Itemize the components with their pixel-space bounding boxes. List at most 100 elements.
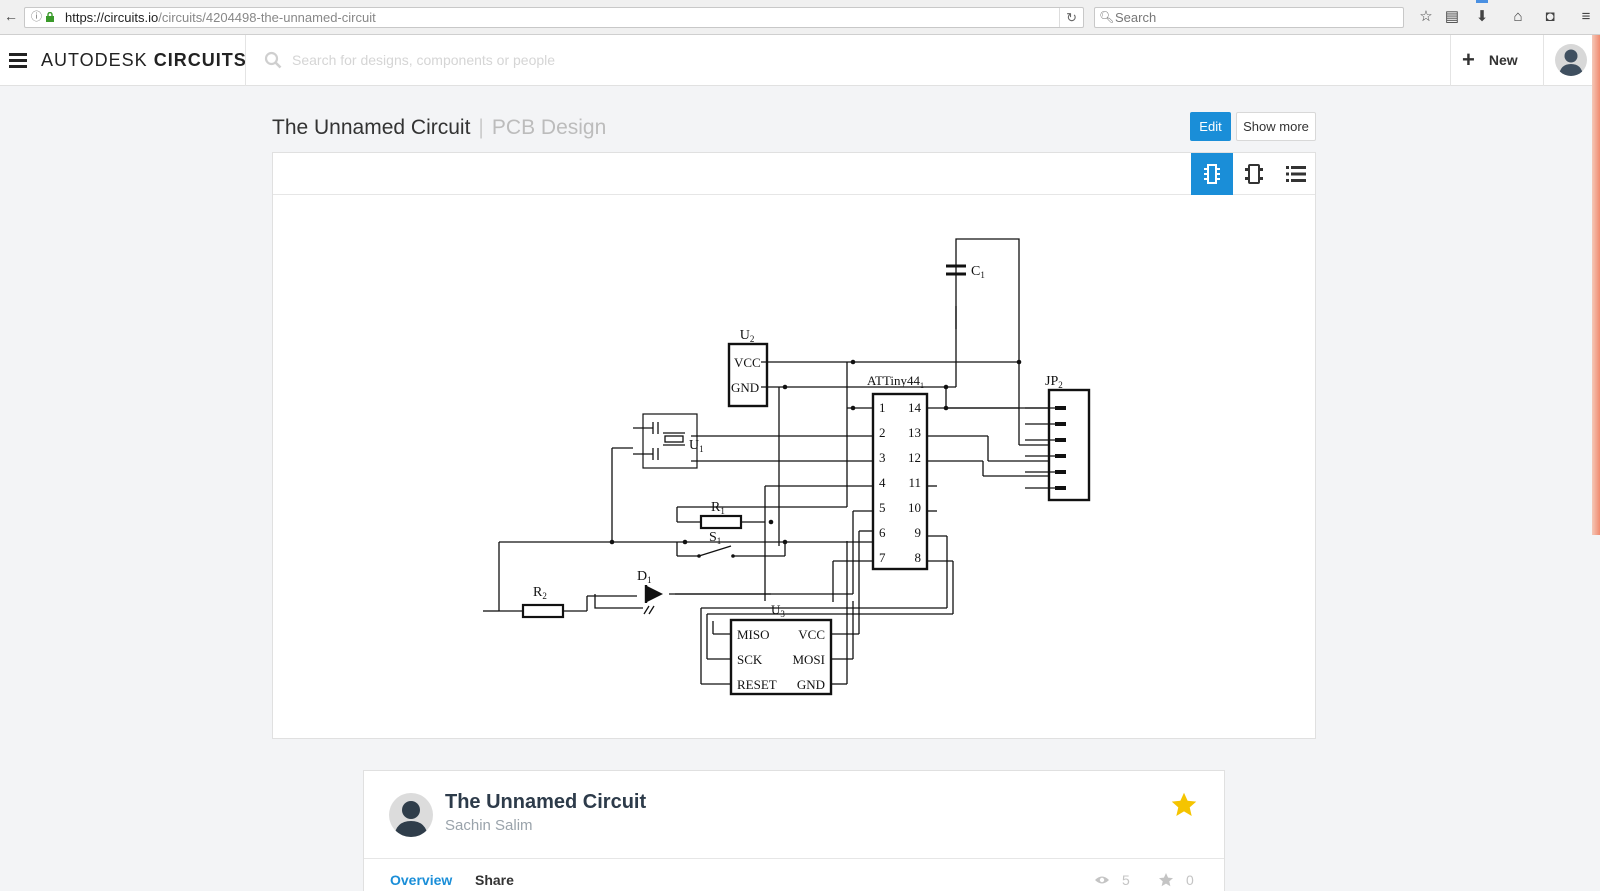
address-bar[interactable]: ⓘ https://circuits.io/circuits/4204498-t… <box>24 7 1084 28</box>
u3-pin-vcc: VCC <box>798 627 825 642</box>
resonator-u1[interactable]: U1 <box>633 413 704 469</box>
r2-label: R2 <box>533 585 547 601</box>
attiny-pin-12: 12 <box>908 450 921 465</box>
tab-overview[interactable]: Overview <box>390 872 453 888</box>
back-icon[interactable]: ← <box>4 8 18 24</box>
attiny44-chip[interactable]: ATTiny441 1 2 3 4 5 6 7 14 13 12 11 10 9… <box>867 373 929 571</box>
brand-light: AUTODESK <box>41 50 148 70</box>
pocket-icon[interactable]: ◘ <box>1545 8 1555 25</box>
u3-pin-gnd: GND <box>797 677 825 692</box>
u3-pin-mosi: MOSI <box>792 652 825 667</box>
schematic-view-button[interactable] <box>1191 153 1233 195</box>
u3-label: U3 <box>771 602 785 619</box>
s1-label: S1 <box>709 530 721 546</box>
switch-s1[interactable]: S1 <box>697 530 735 558</box>
reading-list-icon[interactable]: ▤ <box>1444 8 1460 25</box>
jp2-label: JP2 <box>1045 374 1063 390</box>
attiny-pin-1: 1 <box>879 400 886 415</box>
user-avatar[interactable] <box>1555 44 1587 76</box>
bookmark-star-icon[interactable]: ☆ <box>1419 8 1433 25</box>
brand-bold: CIRCUITS <box>153 50 247 70</box>
list-view-icon <box>1286 166 1306 182</box>
pcb-view-icon <box>1245 164 1263 184</box>
divider <box>1450 35 1451 86</box>
url-host: https://circuits.io <box>65 10 159 25</box>
brand-logo[interactable]: AUTODESK CIRCUITS <box>41 50 247 71</box>
tab-share[interactable]: Share <box>475 872 514 888</box>
attiny-pin-5: 5 <box>879 500 886 515</box>
lock-icon <box>46 12 54 22</box>
reload-icon[interactable]: ↻ <box>1059 8 1077 27</box>
pcb-view-button[interactable] <box>1233 153 1275 195</box>
author-name[interactable]: Sachin Salim <box>445 817 533 834</box>
site-info-icon[interactable]: ⓘ <box>31 11 42 23</box>
new-button-label: New <box>1488 52 1518 68</box>
user-icon <box>394 801 428 837</box>
search-icon: 🔍︎ <box>1099 10 1115 24</box>
page-title: The Unnamed Circuit | PCB Design <box>272 116 606 140</box>
u3-pin-sck: SCK <box>737 652 763 667</box>
junction-dots <box>609 359 1022 545</box>
search-input[interactable] <box>292 48 892 72</box>
schematic-view-icon <box>1204 164 1220 184</box>
menu-icon[interactable] <box>9 53 27 68</box>
user-icon <box>1559 49 1583 76</box>
circuit-title: The Unnamed Circuit <box>272 116 471 139</box>
resistor-r1[interactable]: R1 <box>699 500 743 530</box>
browser-search[interactable]: 🔍︎ Search <box>1094 7 1404 28</box>
star-count-value: 0 <box>1186 872 1194 888</box>
divider <box>245 35 246 86</box>
d1-label: D1 <box>637 569 652 585</box>
page-scroll-indicator <box>1592 35 1600 535</box>
edit-button[interactable]: Edit <box>1190 112 1231 141</box>
download-icon[interactable]: ⬇︎ <box>1475 8 1489 25</box>
u3-pin-reset: RESET <box>737 677 777 692</box>
u3-pin-miso: MISO <box>737 627 770 642</box>
capacitor-c1[interactable]: C1 <box>946 264 985 280</box>
schematic-wires <box>483 238 1049 685</box>
show-more-button[interactable]: Show more <box>1236 112 1316 141</box>
u2-pin-gnd: GND <box>731 380 759 395</box>
schematic-canvas[interactable]: C1 U2 VCC GND ATTiny441 1 2 3 4 5 6 7 14… <box>273 196 1315 738</box>
attiny-pin-13: 13 <box>908 425 921 440</box>
browser-search-placeholder: Search <box>1115 10 1157 25</box>
design-viewer: C1 U2 VCC GND ATTiny441 1 2 3 4 5 6 7 14… <box>272 152 1316 739</box>
browser-menu-icon[interactable]: ≡ <box>1581 8 1591 25</box>
search-icon <box>264 51 282 69</box>
plus-icon: + <box>1462 47 1475 72</box>
isp-header-u3[interactable]: U3 MISO VCC SCK MOSI RESET GND <box>729 602 833 696</box>
regulator-u2[interactable]: U2 VCC GND <box>727 328 769 408</box>
attiny-pin-8: 8 <box>915 550 922 565</box>
r1-label: R1 <box>711 500 725 516</box>
circuit-info-card: The Unnamed Circuit Sachin Salim Overvie… <box>363 770 1225 891</box>
attiny-pin-6: 6 <box>879 525 886 540</box>
url-text: https://circuits.io/circuits/4204498-the… <box>65 8 376 27</box>
divider <box>1543 35 1544 86</box>
view-count: 5 <box>1094 872 1130 888</box>
divider <box>364 858 1224 859</box>
c1-label: C1 <box>971 264 985 280</box>
download-progress <box>1476 0 1488 3</box>
list-view-button[interactable] <box>1275 153 1317 195</box>
header-jp2[interactable]: JP2 <box>1025 374 1091 502</box>
star-icon <box>1159 873 1173 887</box>
attiny-pin-10: 10 <box>908 500 921 515</box>
attiny-pin-7: 7 <box>879 550 886 565</box>
favorite-star-icon[interactable] <box>1170 791 1198 819</box>
view-toolbar <box>273 153 1315 195</box>
home-icon[interactable]: ⌂ <box>1513 8 1523 25</box>
resistor-r2[interactable]: R2 <box>521 585 565 619</box>
star-count: 0 <box>1158 872 1194 888</box>
design-type: PCB Design <box>491 116 607 139</box>
led-d1[interactable]: D1 <box>637 569 663 615</box>
eye-icon <box>1095 876 1109 884</box>
attiny-pin-11: 11 <box>908 475 921 490</box>
new-button[interactable]: + New <box>1462 47 1518 73</box>
author-avatar[interactable] <box>389 793 433 837</box>
url-path: /circuits/4204498-the-unnamed-circuit <box>158 10 376 25</box>
card-title: The Unnamed Circuit <box>445 791 647 813</box>
u1-label: U1 <box>689 438 704 454</box>
app-header: AUTODESK CIRCUITS + New <box>0 35 1600 86</box>
title-separator: | <box>478 116 484 139</box>
browser-toolbar: ← ⓘ https://circuits.io/circuits/4204498… <box>0 0 1600 35</box>
